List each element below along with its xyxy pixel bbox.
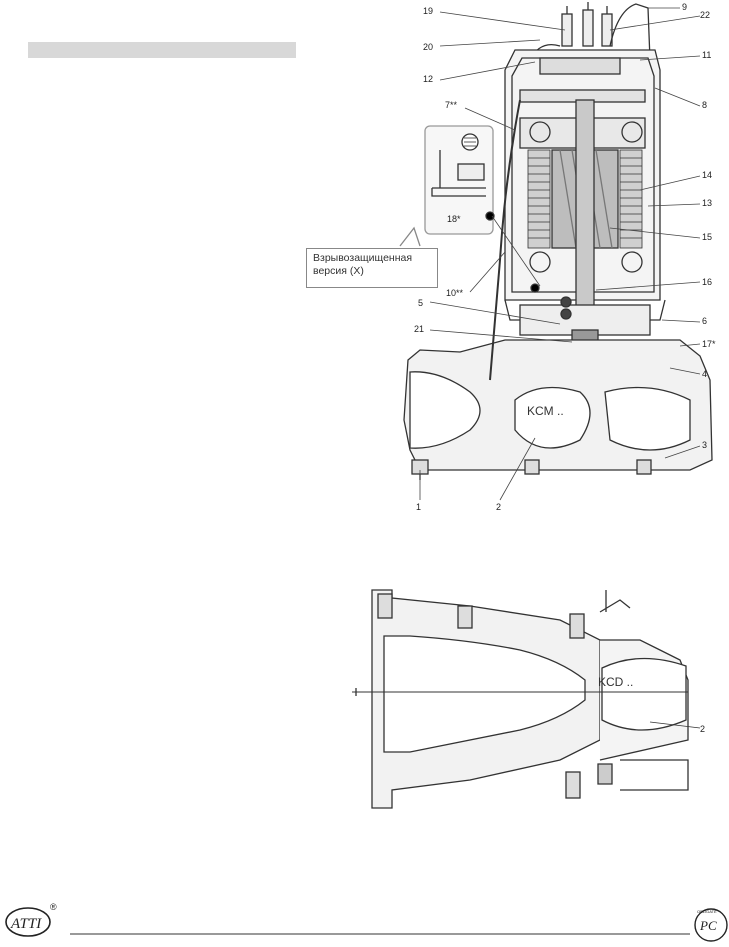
label-13: 13 (702, 198, 712, 208)
explosion-proof-callout: Взрывозащищенная версия (X) (306, 248, 438, 288)
cable-tube (489, 99, 521, 381)
part-labels: 19 22 9 20 11 12 8 7** 14 13 18* 15 10**… (414, 2, 716, 734)
label-2-lower: 2 (700, 724, 705, 734)
callout-pointer (399, 226, 421, 247)
callout-line-1: Взрывозащищенная (313, 252, 413, 264)
leader-lines (419, 7, 701, 501)
label-6: 6 (702, 316, 707, 326)
detail-inset (424, 125, 494, 235)
logo-registered-mark: ® (50, 902, 57, 912)
label-15: 15 (702, 232, 712, 242)
detail-marker-dot (530, 283, 540, 293)
label-9: 9 (682, 2, 687, 12)
label-20: 20 (423, 42, 433, 52)
header-grey-bar (28, 42, 296, 58)
logo-mark-text: ATTI (10, 916, 42, 932)
label-19: 19 (423, 6, 433, 16)
volute-casing (403, 339, 713, 480)
label-17: 17* (702, 339, 716, 349)
cert-top-text: OBLIGATE (697, 909, 717, 914)
detail-marker-dot (485, 211, 495, 221)
label-12: 12 (423, 74, 433, 84)
label-1: 1 (416, 502, 421, 512)
impeller-label-kcd: KCD .. (598, 675, 633, 689)
label-4: 4 (702, 369, 707, 379)
label-16: 16 (702, 277, 712, 287)
label-8: 8 (702, 100, 707, 110)
cert-mark-text: PC (699, 918, 717, 933)
label-3: 3 (702, 440, 707, 450)
label-14: 14 (702, 170, 712, 180)
stator-windings (527, 149, 643, 249)
impeller-label-kcm: KCM .. (527, 404, 564, 418)
cable-entries (529, 2, 651, 61)
label-22: 22 (700, 10, 710, 20)
company-logo: ATTI ® (5, 902, 57, 937)
label-10: 10** (446, 288, 464, 298)
label-2: 2 (496, 502, 501, 512)
label-11: 11 (702, 50, 711, 60)
label-21: 21 (414, 324, 424, 334)
certification-logo: OBLIGATE PC (694, 908, 728, 942)
callout-line-2: версия (X) (313, 265, 364, 277)
lower-casing-section (352, 589, 701, 809)
label-7: 7** (445, 100, 458, 110)
label-18: 18* (447, 214, 461, 224)
label-5: 5 (418, 298, 423, 308)
